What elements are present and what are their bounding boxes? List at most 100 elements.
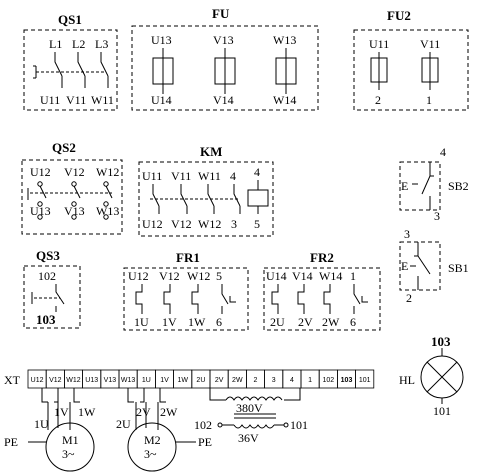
hl-block: 103 HL 101 — [399, 334, 464, 418]
xt-terminal-label: U13 — [85, 377, 98, 384]
sb2-bottom: 3 — [434, 209, 440, 223]
xt-terminal-label: 1V — [160, 377, 169, 384]
fr1-block: FR1 U12 V12 W12 5 1U 1V 1W 6 — [123, 250, 249, 331]
fr2-top-4: 1 — [350, 269, 356, 283]
xt-terminal-label: 2 — [254, 377, 258, 384]
m2-phase: 3~ — [144, 447, 157, 461]
sb2-e: E — [401, 179, 408, 193]
fr1-bot-1: 1U — [134, 315, 149, 329]
xt-terminal-label: V13 — [104, 377, 117, 384]
xt-terminal-label: 3 — [272, 377, 276, 384]
m2-pe: PE — [198, 435, 212, 449]
fr2-block: FR2 U14 V14 W14 1 2U 2V 2W 6 — [263, 250, 381, 331]
lamp-icon — [420, 355, 464, 399]
qs2-bot-2: V13 — [64, 204, 85, 218]
km-top-1: U11 — [142, 169, 162, 183]
fu-title: FU — [212, 6, 230, 21]
qs2-top-3: W12 — [96, 165, 119, 179]
m1-term-1: 1U — [34, 417, 49, 431]
qs1-top-3: L3 — [95, 37, 108, 51]
fu-top-1: U13 — [151, 33, 172, 47]
m2-term-2: 2V — [136, 405, 151, 419]
xt-terminal-label: 1W — [177, 377, 188, 384]
qs1-bot-3: W11 — [91, 93, 114, 107]
qs1-top-2: L2 — [72, 37, 85, 51]
fr1-top-4: 5 — [216, 269, 222, 283]
qs2-title: QS2 — [52, 140, 76, 155]
fr1-bot-4: 6 — [216, 315, 222, 329]
fr2-bot-2: 2V — [298, 315, 313, 329]
km-block: KM U11 V11 W11 4 4 U12 V12 W12 3 5 — [138, 144, 274, 237]
qs2-bot-3: W13 — [96, 204, 119, 218]
xt-terminal-cell — [355, 369, 375, 389]
xt-terminal-label: 2W — [232, 377, 243, 384]
km-title: KM — [200, 144, 222, 159]
qs3-bottom: 103 — [36, 312, 56, 327]
fu-top-3: W13 — [273, 33, 296, 47]
km-bot-3: W12 — [198, 217, 221, 231]
sb1-e: E — [401, 259, 408, 273]
fu-top-2: V13 — [213, 33, 234, 47]
m1-term-3: 1W — [78, 405, 96, 419]
transformer-block: 380V 102 101 36V — [194, 388, 308, 445]
sb1-label: SB1 — [448, 261, 469, 275]
fr2-bot-3: 2W — [322, 315, 340, 329]
fr2-top-2: V14 — [292, 269, 313, 283]
km-top-2: V11 — [171, 169, 191, 183]
qs1-title: QS1 — [58, 12, 82, 27]
motor-m2-icon — [127, 422, 177, 472]
sb2-top: 4 — [440, 145, 446, 159]
fu-block: FU U13 V13 W13 U14 V14 W14 — [131, 6, 319, 111]
sb1-top: 3 — [404, 227, 410, 241]
m1-name: M1 — [62, 433, 79, 447]
fr2-title: FR2 — [310, 250, 334, 265]
fr1-top-1: U12 — [128, 269, 149, 283]
fu-bot-1: U14 — [151, 93, 172, 107]
km-top-5: 4 — [254, 165, 260, 179]
fu2-fuse-2 — [421, 57, 439, 83]
m2-block: 2U 2V 2W PE M2 3~ — [116, 388, 212, 472]
fu2-bot-2: 1 — [426, 93, 432, 107]
fu2-title: FU2 — [387, 8, 411, 23]
fr1-bot-3: 1W — [188, 315, 206, 329]
motor-m1-icon — [45, 422, 95, 472]
qs1-block: QS1 L1 L2 L3 U11 V11 W11 — [23, 12, 118, 111]
qs2-bot-1: U13 — [30, 204, 51, 218]
fu2-block: FU2 U11 V11 2 1 — [353, 8, 469, 111]
km-coil — [247, 189, 269, 207]
transformer-right: 101 — [290, 418, 308, 432]
transformer-primary: 380V — [236, 401, 263, 415]
km-bot-4: 3 — [231, 217, 237, 231]
fr1-top-3: W12 — [187, 269, 210, 283]
m1-term-2: 1V — [54, 405, 69, 419]
km-bot-5: 5 — [254, 217, 260, 231]
km-top-4: 4 — [230, 169, 236, 183]
transformer-left: 102 — [194, 418, 212, 432]
fu-bot-2: V14 — [213, 93, 234, 107]
transformer-secondary: 36V — [238, 431, 259, 445]
fr1-top-2: V12 — [159, 269, 180, 283]
m2-term-3: 2W — [160, 405, 178, 419]
fr2-top-3: W14 — [319, 269, 342, 283]
km-bot-2: V12 — [171, 217, 192, 231]
qs1-bot-2: V11 — [66, 93, 86, 107]
qs1-bot-1: U11 — [40, 93, 60, 107]
xt-terminal-label: W13 — [121, 377, 136, 384]
qs2-top-1: U12 — [30, 165, 51, 179]
m1-phase: 3~ — [62, 447, 75, 461]
fu2-bot-1: 2 — [375, 93, 381, 107]
xt-terminal-label: 1 — [308, 377, 312, 384]
qs3-block: QS3 102 103 — [23, 248, 81, 329]
xt-terminal-label: V12 — [49, 377, 62, 384]
fr1-title: FR1 — [176, 250, 200, 265]
qs2-top-2: V12 — [64, 165, 85, 179]
km-top-3: W11 — [198, 169, 221, 183]
qs3-top: 102 — [38, 269, 56, 283]
sb1-bottom: 2 — [406, 291, 412, 305]
xt-terminal-label: 4 — [290, 377, 294, 384]
m1-block: 1U 1V 1W PE M1 3~ — [4, 388, 96, 472]
qs3-title: QS3 — [36, 248, 60, 263]
km-bot-1: U12 — [142, 217, 163, 231]
